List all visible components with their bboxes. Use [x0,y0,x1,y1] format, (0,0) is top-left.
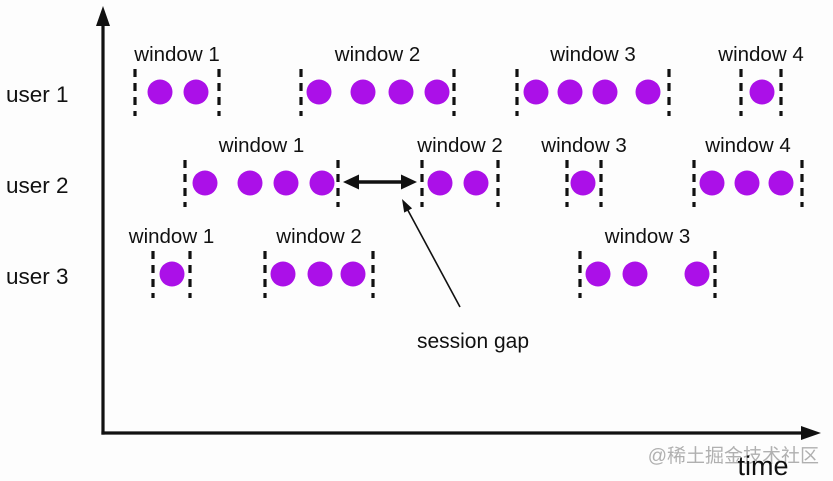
event-dot [463,170,489,196]
event-dot [273,170,299,196]
session-window: window 1 [128,225,214,298]
window-label: window 3 [604,225,690,248]
event-dot [635,79,661,105]
session-window: window 1 [133,43,221,116]
session-window: window 3 [515,43,671,116]
window-label: window 2 [334,43,420,66]
event-dot [309,170,335,196]
session-window: window 2 [416,134,503,207]
event-dot [388,79,414,105]
window-label: window 1 [128,225,214,248]
session-window: window 2 [299,43,456,116]
window-label: window 1 [218,134,304,157]
session-gap-pointer-line [406,209,461,308]
session-gap-pointer-arrowhead-icon [402,199,413,213]
event-dot [192,170,218,196]
event-dot [183,79,209,105]
user-label: user 1 [6,82,69,107]
double-arrow-right-head-icon [401,174,417,190]
window-label: window 2 [416,134,502,157]
y-axis-arrowhead-icon [96,6,110,26]
event-dot [237,170,263,196]
event-dot [307,261,333,287]
session-window: window 3 [578,225,717,298]
event-dot [427,170,453,196]
event-dot [622,261,648,287]
event-dot [270,261,296,287]
session-window: window 1 [183,134,340,207]
event-dot [768,170,794,196]
session-window: window 3 [540,134,627,207]
window-label: window 1 [133,43,219,66]
event-dot [699,170,725,196]
window-label: window 2 [275,225,361,248]
event-dot [306,79,332,105]
event-dot [585,261,611,287]
user-row: user 2 window 1 window 2 window 3 window 4 [6,134,804,207]
time-axis-label: time [737,451,788,481]
session-window: window 2 [263,225,375,298]
watermark: @稀土掘金技术社区 [648,445,819,467]
event-dot [734,170,760,196]
user-row: user 1 window 1 window 2 window 3 window 4 [6,43,804,116]
event-dot [350,79,376,105]
session-gap-label: session gap [417,330,529,353]
event-dot [340,261,366,287]
event-dot [749,79,775,105]
event-dot [557,79,583,105]
session-gap-double-arrow [343,174,417,190]
double-arrow-left-head-icon [343,174,359,190]
event-dot [147,79,173,105]
user-label: user 2 [6,173,69,198]
event-dot [159,261,185,287]
event-dot [684,261,710,287]
event-dot [424,79,450,105]
session-window: window 4 [692,134,804,207]
event-dot [592,79,618,105]
session-window: window 4 [717,43,804,116]
window-label: window 3 [540,134,626,157]
event-dot [570,170,596,196]
window-label: window 3 [549,43,635,66]
window-label: window 4 [704,134,790,157]
window-label: window 4 [717,43,803,66]
event-dot [523,79,549,105]
x-axis-arrowhead-icon [801,426,821,440]
user-row: user 3 window 1 window 2 window 3 [6,225,717,298]
user-label: user 3 [6,264,69,289]
